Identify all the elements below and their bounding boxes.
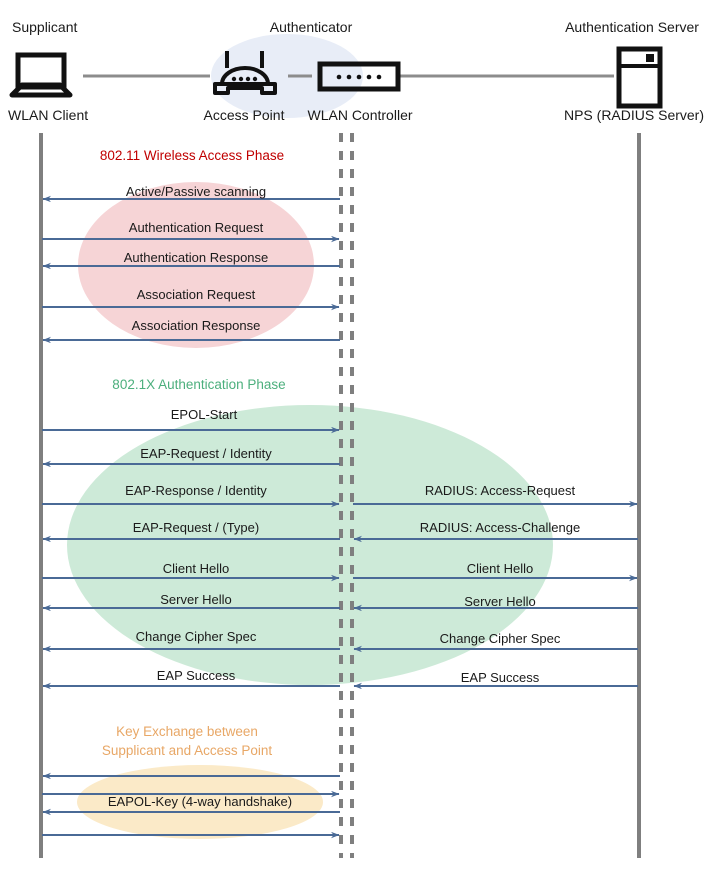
message-label: EAP-Request / (Type) — [132, 520, 260, 535]
message-label: Client Hello — [466, 561, 534, 576]
message-label: Server Hello — [160, 592, 232, 607]
message-arrows — [42, 195, 638, 839]
message-label: EAP Success — [156, 668, 236, 683]
actor-device-wlan-client: WLAN Client — [8, 107, 89, 123]
phase-8021x-ellipse — [67, 405, 553, 685]
message-label: Server Hello — [464, 594, 536, 609]
actor-role-supplicant: Supplicant — [12, 19, 78, 35]
message-label: EAP-Request / Identity — [140, 446, 272, 461]
phase-title-802-1x: 802.1X Authentication Phase — [112, 377, 286, 392]
message-label: EAP Success — [460, 670, 540, 685]
message-label: EPOL-Start — [170, 407, 238, 422]
message-label: Authentication Response — [123, 250, 269, 265]
actor-role-authenticator: Authenticator — [269, 19, 353, 35]
server-rack-icon — [616, 46, 663, 109]
phase-title-key-exchange: Key Exchange between Supplicant and Acce… — [102, 722, 272, 760]
message-label: Client Hello — [162, 561, 230, 576]
phase-title-key-exchange-line2: Supplicant and Access Point — [101, 743, 273, 758]
message-label: Active/Passive scanning — [125, 184, 267, 199]
actor-role-authentication-server: Authentication Server — [565, 19, 699, 35]
phase-title-802-11: 802.11 Wireless Access Phase — [99, 148, 285, 163]
message-label: Change Cipher Spec — [135, 629, 257, 644]
message-label: RADIUS: Access-Challenge — [419, 520, 581, 535]
message-label: EAP-Response / Identity — [125, 483, 267, 498]
wireless-access-point-icon — [213, 51, 277, 95]
wlan-controller-icon — [317, 61, 401, 92]
authenticator-group-ellipse — [211, 34, 363, 118]
actor-device-access-point: Access Point — [203, 107, 285, 123]
message-label: Authentication Request — [128, 220, 264, 235]
message-label: Change Cipher Spec — [439, 631, 561, 646]
phase-key-exchange-ellipse — [77, 765, 323, 839]
message-label: RADIUS: Access-Request — [424, 483, 576, 498]
message-label: Association Request — [136, 287, 256, 302]
message-label-eapol-key: EAPOL-Key (4-way handshake) — [107, 794, 293, 809]
laptop-icon — [9, 52, 73, 98]
actor-device-wlan-controller: WLAN Controller — [307, 107, 413, 123]
actor-device-nps-radius-server: NPS (RADIUS Server) — [563, 107, 705, 123]
message-label: Association Response — [131, 318, 261, 333]
phase-title-key-exchange-line1: Key Exchange between — [116, 724, 258, 739]
